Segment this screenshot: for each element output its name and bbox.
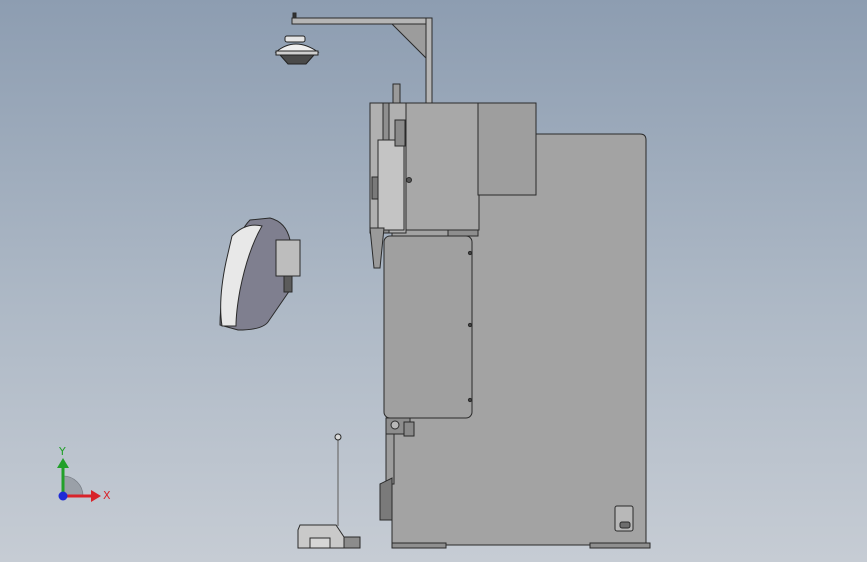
x-axis-arrowhead [91, 490, 101, 502]
ram-assembly [379, 235, 473, 521]
ram-guide [392, 83, 401, 105]
lamp-arm [291, 17, 433, 25]
base-foot-right [589, 542, 651, 549]
foot-pedal [297, 433, 361, 549]
work-lamp [274, 35, 320, 65]
base-socket [614, 505, 634, 532]
upper-housing [369, 102, 537, 269]
ram-plate [383, 235, 473, 419]
motor-housing [477, 102, 537, 196]
axis-triad: Y X [57, 445, 111, 502]
lamp-bracket [291, 12, 433, 105]
control-pendant [219, 217, 301, 331]
y-axis-label: Y [58, 445, 66, 458]
z-axis-dot [58, 491, 68, 501]
y-axis-arrowhead [57, 458, 69, 468]
lamp-post [425, 17, 433, 105]
x-axis-label: X [103, 489, 111, 502]
lamp-gusset [390, 23, 427, 60]
base-foot-left [391, 542, 447, 549]
lamp-mount [292, 12, 297, 19]
